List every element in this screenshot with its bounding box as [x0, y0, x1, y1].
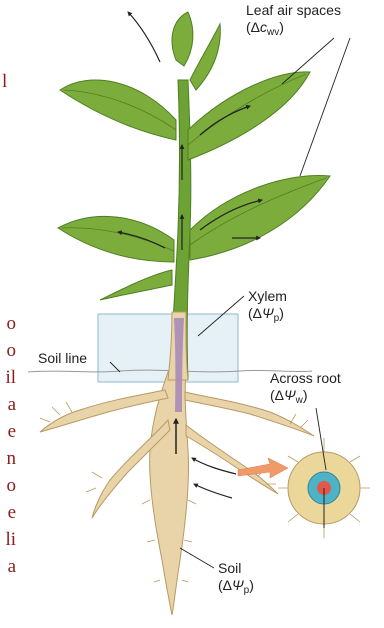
cut-fragment: a	[0, 553, 16, 580]
across-root-label: Across root (ΔΨw)	[270, 370, 341, 409]
soil-line-label: Soil line	[38, 350, 87, 367]
cut-text-side: o o il a e n o e li a	[0, 310, 16, 580]
across-root-name: Across root	[270, 370, 341, 387]
cut-fragment: o	[0, 310, 16, 337]
cut-text-top: l	[2, 68, 14, 95]
cut-fragment: li	[0, 526, 16, 553]
soil-label: Soil (ΔΨp)	[218, 560, 254, 599]
across-root-symbol: (ΔΨw)	[270, 387, 341, 409]
cut-fragment: il	[0, 364, 16, 391]
soil-symbol: (ΔΨp)	[218, 577, 254, 599]
cut-fragment: n	[0, 445, 16, 472]
root-cross-section	[278, 438, 370, 538]
leaf-air-spaces-name: Leaf air spaces	[246, 2, 341, 19]
leaf-air-spaces-symbol: (Δcwv)	[246, 19, 341, 41]
cut-fragment: l	[2, 68, 14, 95]
leaf-air-spaces-label: Leaf air spaces (Δcwv)	[246, 2, 341, 41]
cut-fragment: o	[0, 337, 16, 364]
xylem-symbol: (ΔΨp)	[248, 305, 287, 327]
xylem-label: Xylem (ΔΨp)	[248, 288, 287, 327]
cut-fragment: o	[0, 472, 16, 499]
leaves	[58, 12, 330, 300]
soil-name: Soil	[218, 560, 254, 577]
cut-fragment: e	[0, 499, 16, 526]
xylem-name: Xylem	[248, 288, 287, 305]
cut-fragment: e	[0, 418, 16, 445]
cut-fragment: a	[0, 391, 16, 418]
